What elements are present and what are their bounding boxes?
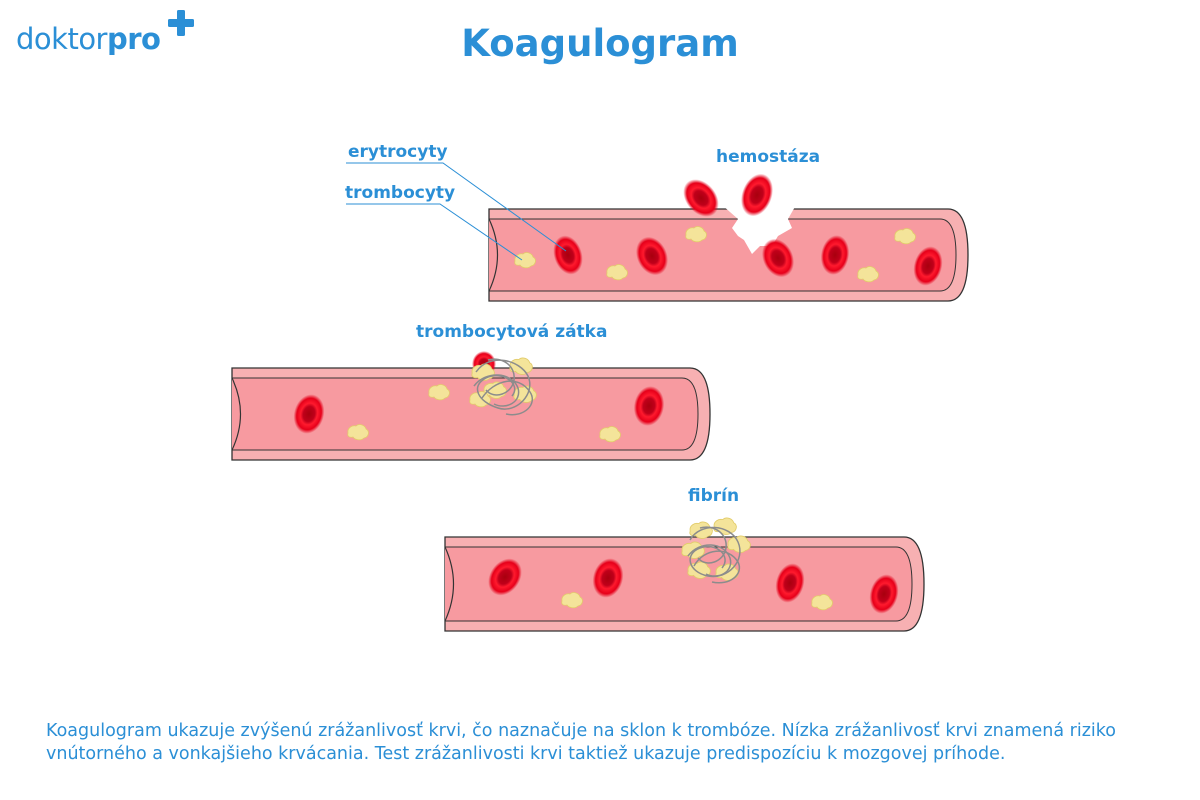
platelet [514, 252, 536, 269]
logo-text-light: doktor [16, 22, 107, 56]
red-blood-cell [488, 558, 522, 596]
red-blood-cell [869, 574, 899, 614]
platelet [811, 594, 833, 611]
red-blood-cell [553, 235, 583, 275]
red-blood-cell [683, 179, 719, 217]
vessel-1 [488, 205, 969, 302]
platelet [599, 426, 621, 443]
platelet [685, 226, 707, 243]
red-blood-cell [775, 563, 805, 603]
leader-line-thrombocytes [346, 203, 523, 261]
label-fibrin: fibrín [688, 486, 740, 506]
caption-text: Koagulogram ukazuje zvýšenú zrážanlivosť… [46, 721, 1116, 764]
red-blood-cell [633, 386, 665, 426]
red-blood-cell [635, 236, 669, 276]
platelet [894, 228, 916, 245]
red-blood-cell [820, 235, 850, 275]
logo-text-bold: pro [106, 22, 161, 56]
plus-icon [168, 10, 194, 36]
platelet [606, 264, 628, 281]
platelet [428, 384, 450, 401]
label-erythrocytes: erytrocyty [348, 142, 448, 162]
red-blood-cell [592, 558, 624, 598]
platelet [561, 592, 583, 609]
label-thrombocytes: trombocyty [345, 183, 456, 203]
label-platelet-plug: trombocytová zátka [416, 322, 608, 342]
logo[interactable]: doktorpro [16, 8, 196, 60]
vessel-wound [722, 205, 796, 254]
vessel-3 [444, 517, 925, 632]
leader-line-erythrocytes [346, 162, 567, 252]
red-blood-cell [761, 238, 795, 278]
red-blood-cell [913, 246, 943, 286]
page-title: Koagulogram [461, 22, 739, 65]
platelet [347, 424, 369, 441]
red-blood-cell [293, 394, 325, 434]
platelet-plug [469, 351, 537, 416]
vessel-2 [231, 351, 711, 461]
red-blood-cell [741, 173, 773, 217]
logo-text: doktorpro [16, 22, 161, 56]
label-hemostasis: hemostáza [716, 147, 821, 167]
fibrin-clot [681, 517, 751, 584]
platelet [857, 266, 879, 283]
